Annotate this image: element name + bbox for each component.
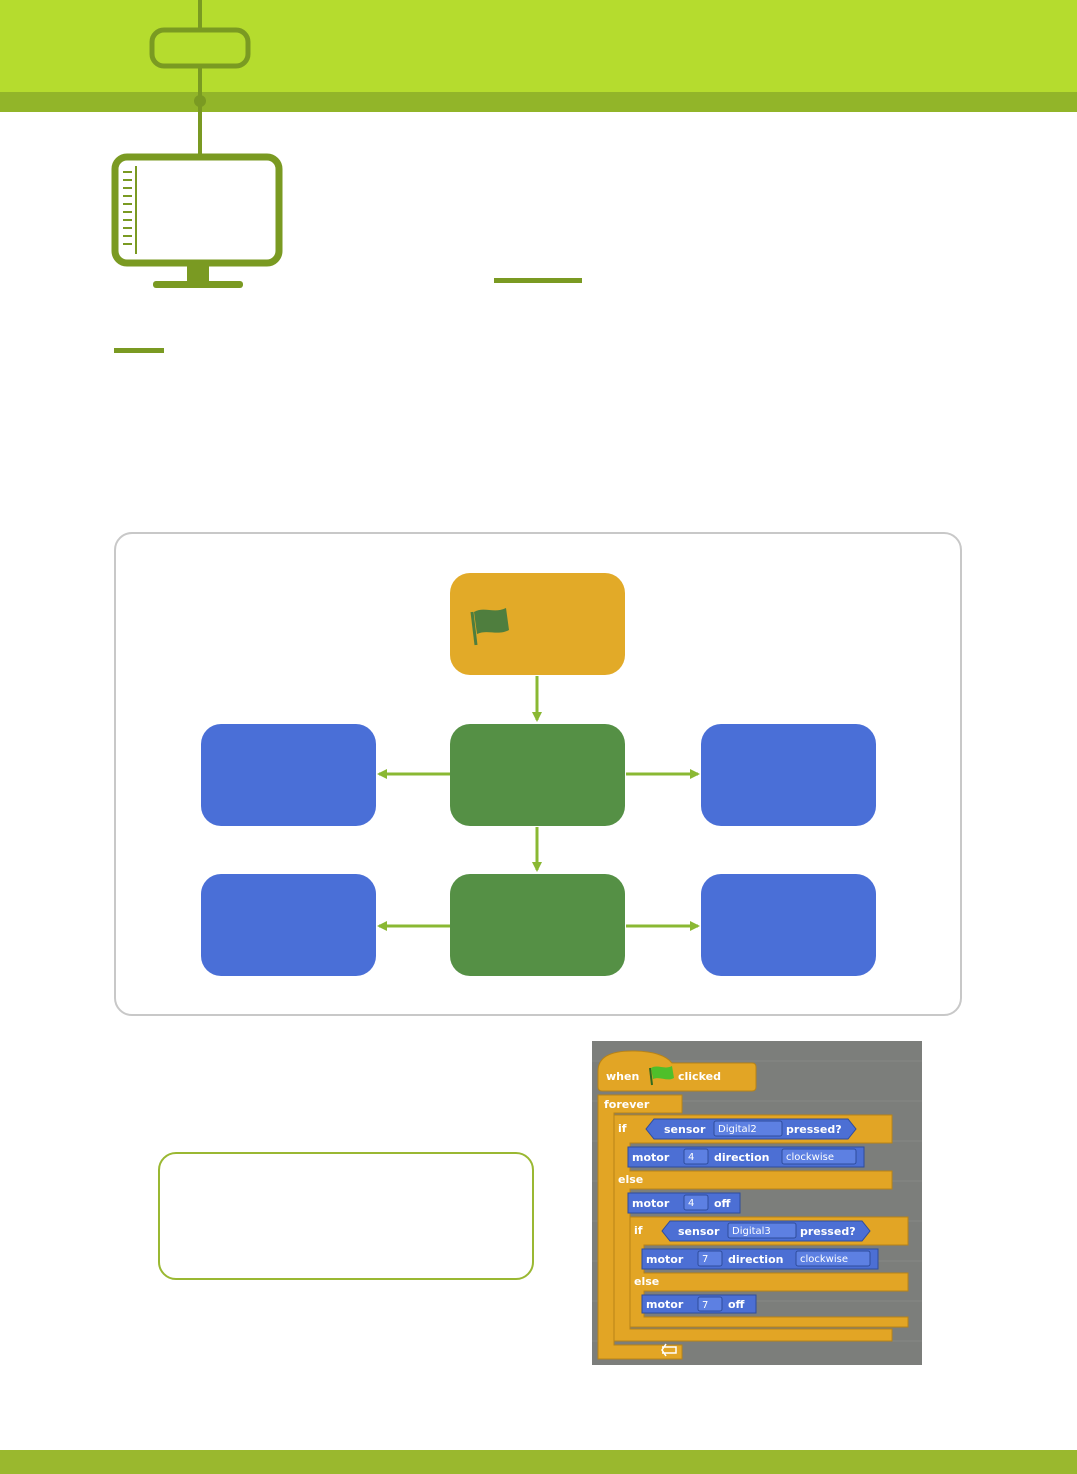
sensor-dropdown-2[interactable]	[727, 1222, 797, 1239]
sensor-label-1: sensor	[664, 1123, 706, 1136]
when-label: when	[606, 1070, 639, 1083]
action-node-bottom-right	[701, 874, 876, 976]
forever-label: forever	[604, 1098, 650, 1111]
motor-dropdown-3[interactable]	[697, 1250, 723, 1267]
green-flag-icon	[470, 608, 509, 646]
script-panel: when clicked forever if sensor Digital2 …	[592, 1041, 922, 1365]
if-label-2: if	[634, 1224, 643, 1237]
tag-icon	[149, 0, 251, 160]
forever-loop-node	[450, 724, 625, 826]
header-band-light	[0, 0, 1077, 92]
header-band-dark	[0, 92, 1077, 112]
if-else-block-1[interactable]	[613, 1114, 893, 1342]
section-underline	[114, 348, 164, 353]
sensor-value-1: Digital2	[718, 1124, 757, 1135]
motor-dropdown-2[interactable]	[683, 1194, 709, 1211]
pressed-label-1: pressed?	[786, 1123, 842, 1136]
motor-label-1: motor	[632, 1151, 670, 1164]
action-node-top-left	[201, 724, 376, 826]
else-label-2: else	[634, 1275, 659, 1288]
action-node-top-right	[701, 724, 876, 826]
clicked-label: clicked	[678, 1070, 721, 1083]
off-label-1: off	[714, 1197, 731, 1210]
direction-value-2: clockwise	[800, 1254, 848, 1265]
motor-value-3: 7	[702, 1254, 708, 1265]
motor-label-3: motor	[646, 1253, 684, 1266]
motor-value-2: 4	[688, 1198, 694, 1209]
if-else-block-2[interactable]	[629, 1216, 909, 1328]
sensor-dropdown-1[interactable]	[713, 1120, 783, 1137]
off-label-2: off	[728, 1298, 745, 1311]
flowchart-panel	[114, 532, 962, 1016]
motor-label-4: motor	[646, 1298, 684, 1311]
pressed-label-2: pressed?	[800, 1225, 856, 1238]
motor-dropdown-4[interactable]	[697, 1296, 723, 1312]
motor-label-2: motor	[632, 1197, 670, 1210]
forever-end-arrow	[661, 1343, 677, 1357]
sensor-label-2: sensor	[678, 1225, 720, 1238]
motor-value-4: 7	[702, 1300, 708, 1311]
else-label-1: else	[618, 1173, 643, 1186]
footer-band	[0, 1450, 1077, 1474]
direction-dropdown-1[interactable]	[781, 1148, 857, 1165]
when-flag-clicked-block[interactable]	[597, 1050, 757, 1092]
motor-dropdown-1[interactable]	[683, 1148, 709, 1165]
header-band	[0, 0, 1077, 112]
motor-value-1: 4	[688, 1152, 694, 1163]
title-underline	[494, 278, 582, 283]
monitor-icon	[111, 153, 283, 288]
direction-label-1: direction	[714, 1151, 769, 1164]
direction-value-1: clockwise	[786, 1152, 834, 1163]
direction-dropdown-2[interactable]	[795, 1250, 871, 1267]
start-node	[450, 573, 625, 675]
action-node-bottom-left	[201, 874, 376, 976]
script-canvas: when clicked forever if sensor Digital2 …	[592, 1041, 922, 1365]
sensor-value-2: Digital3	[732, 1226, 771, 1237]
note-box	[158, 1152, 534, 1280]
if-label-1: if	[618, 1122, 627, 1135]
second-condition-node	[450, 874, 625, 976]
direction-label-2: direction	[728, 1253, 783, 1266]
script-flag-icon	[649, 1066, 674, 1086]
forever-block[interactable]	[597, 1094, 683, 1360]
